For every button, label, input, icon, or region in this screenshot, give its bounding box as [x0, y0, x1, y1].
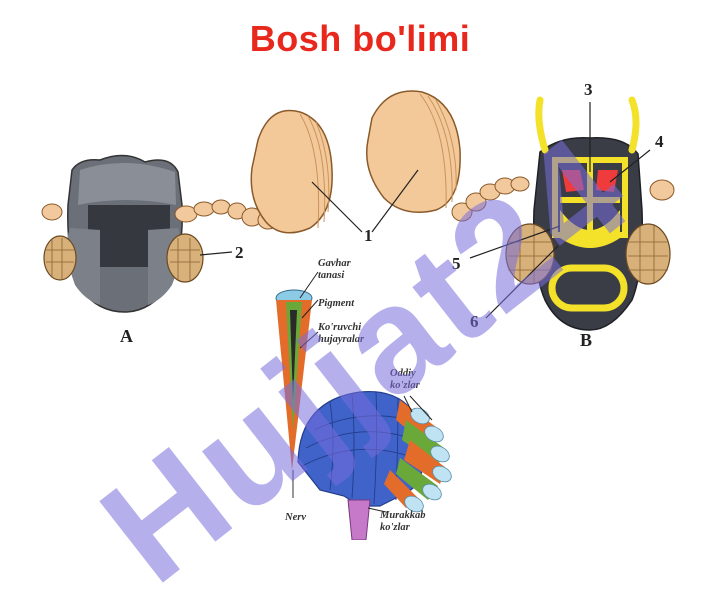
label-3: 3	[584, 80, 593, 99]
compound-eye-fan	[297, 390, 452, 540]
leader-lines-1	[311, 169, 419, 233]
antenna-b	[451, 176, 675, 222]
diagram-illustration	[41, 90, 675, 540]
ommatidium	[275, 271, 319, 498]
page-title: Bosh bo'limi	[249, 18, 471, 59]
antenna-club-left	[250, 109, 333, 234]
label-gavhar-tanasi: Gavhar tanasi	[318, 258, 351, 281]
label-a: A	[120, 326, 133, 346]
antenna-club-right	[365, 90, 461, 213]
label-4: 4	[655, 132, 664, 151]
label-koruvchi-hujayralar: Ko'ruvchi hujayralar	[318, 322, 365, 345]
label-murakkab-kozlar: Murakkab ko'zlar	[380, 510, 426, 533]
label-b: B	[580, 330, 593, 350]
head-b	[469, 96, 671, 331]
label-nerv: Nerv	[285, 512, 306, 523]
diagram-stage: Bosh bo'limi	[41, 18, 675, 614]
label-oddiy-kozlar: Oddiy ko'zlar	[390, 368, 420, 391]
label-6: 6	[470, 312, 479, 331]
label-1: 1	[364, 226, 373, 245]
label-pigment: Pigment	[318, 298, 355, 309]
head-a	[43, 154, 233, 313]
label-5: 5	[452, 254, 461, 273]
compound-eye-rays	[384, 400, 452, 513]
label-2: 2	[235, 243, 244, 262]
